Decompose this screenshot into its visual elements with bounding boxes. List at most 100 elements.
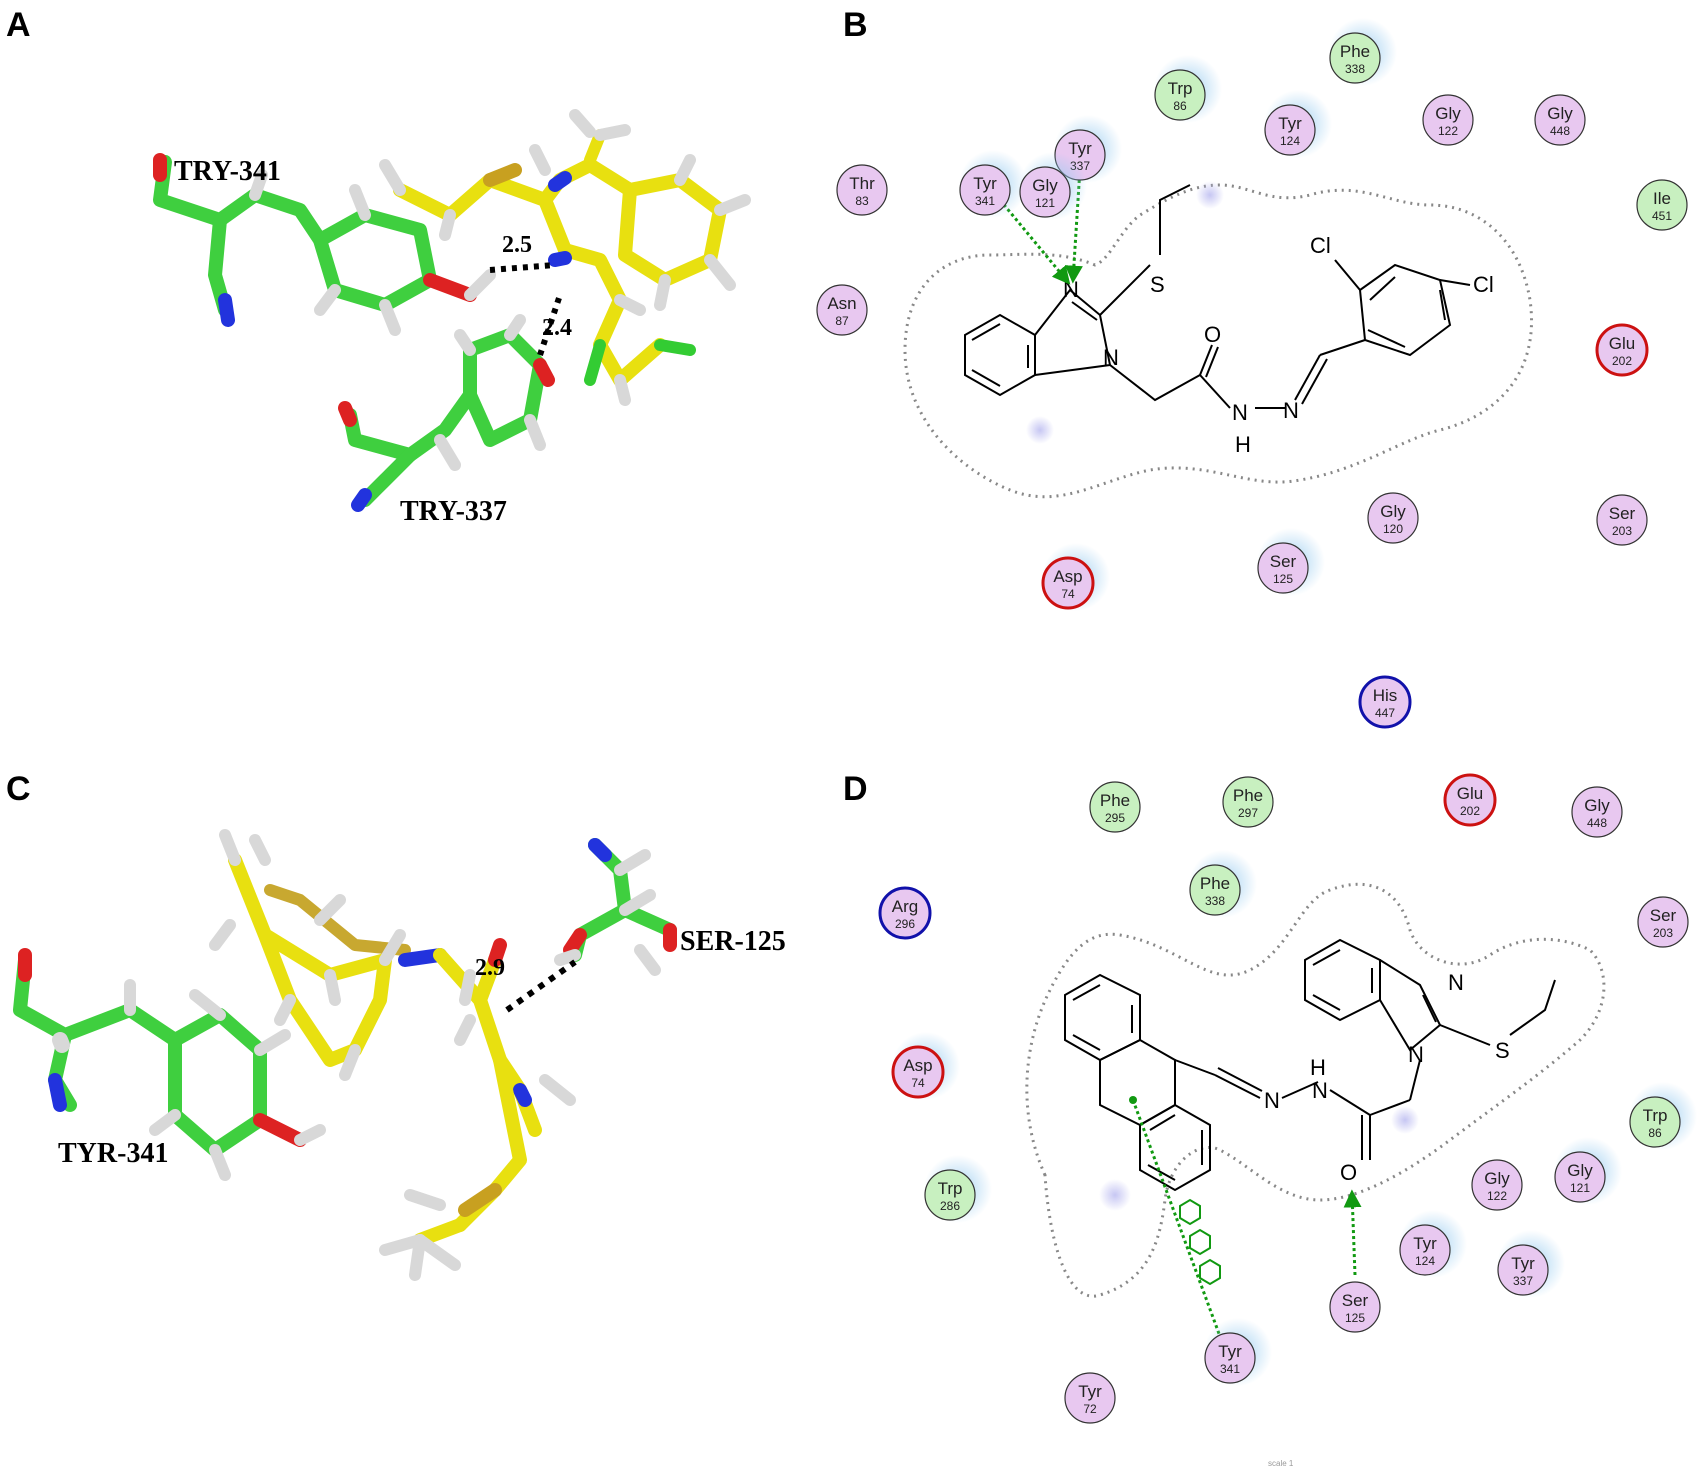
exposure-halo: [1026, 416, 1054, 444]
residue-disc: [1443, 773, 1497, 827]
residue-disc: [1471, 1159, 1523, 1211]
distance-label-a1: 2.5: [502, 232, 532, 258]
pi-interaction-line: [1131, 1099, 1227, 1351]
atom-cl2-b: Cl: [1473, 272, 1494, 297]
residue-number: 203: [1612, 524, 1632, 538]
residue-number: 125: [1273, 572, 1293, 586]
residue-number: 448: [1550, 124, 1570, 138]
residue-name: Tyr: [1413, 1234, 1437, 1253]
label-try337: TRY-337: [400, 496, 507, 527]
label-ser125: SER-125: [680, 926, 786, 957]
residue-name: Tyr: [1068, 139, 1092, 158]
residue-disc: [1264, 104, 1316, 156]
residue-number: 121: [1570, 1181, 1590, 1195]
residue-number: 86: [1648, 1126, 1662, 1140]
ligand-a-sticks: [379, 109, 751, 406]
residue-disc: [1629, 1096, 1681, 1148]
residue-disc: [1636, 179, 1688, 231]
residue-disc: [816, 284, 868, 336]
residue-disc: [1358, 675, 1412, 729]
panel-letter-a: A: [6, 6, 31, 44]
residue-name: Tyr: [1278, 114, 1302, 133]
residue-disc: [1204, 1332, 1256, 1384]
residue-disc: [1571, 786, 1623, 838]
atom-n2-b: N: [1103, 345, 1119, 370]
atom-n1-d: N: [1408, 1042, 1424, 1067]
try341-sticks: [153, 153, 496, 336]
residue-name: Phe: [1100, 791, 1130, 810]
tyr341-sticks: [13, 948, 326, 1181]
residue-name: Asp: [1053, 567, 1082, 586]
residue-name: Tyr: [1218, 1342, 1242, 1361]
ligand-c-sticks: [209, 829, 576, 1281]
pocket-contour-b: [903, 183, 1533, 499]
residue-disc: [959, 164, 1011, 216]
residue-disc: [1154, 69, 1206, 121]
residue-number: 447: [1375, 706, 1395, 720]
residue-number: 122: [1487, 1189, 1507, 1203]
atom-nh-h-b: H: [1235, 432, 1251, 457]
residue-number: 448: [1587, 816, 1607, 830]
residue-name: Asp: [903, 1056, 932, 1075]
residue-number: 125: [1345, 1311, 1365, 1325]
residue-name: Trp: [938, 1179, 963, 1198]
residue-number: 338: [1345, 62, 1365, 76]
residue-disc: [1089, 781, 1141, 833]
residue-number: 451: [1652, 209, 1672, 223]
residue-number: 83: [855, 194, 869, 208]
residue-name: Ser: [1650, 906, 1677, 925]
residue-name: Gly: [1567, 1161, 1593, 1180]
atom-s-b: S: [1150, 272, 1165, 297]
residue-name: Gly: [1380, 502, 1406, 521]
residue-disc: [836, 164, 888, 216]
residue-disc: [1367, 492, 1419, 544]
atom-nh-n-d: N: [1312, 1078, 1328, 1103]
residue-name: Tyr: [1511, 1254, 1535, 1273]
ser125-sticks: [554, 838, 677, 976]
residue-disc: [1329, 1281, 1381, 1333]
residue-number: 337: [1513, 1274, 1533, 1288]
exposure-halo: [1196, 181, 1224, 209]
ligand-d-structure: [1064, 938, 1556, 1192]
atom-n-imine-d: N: [1264, 1088, 1280, 1113]
atom-o-b: O: [1204, 322, 1221, 347]
residue-name: Phe: [1340, 42, 1370, 61]
exposure-halo: [1099, 1179, 1131, 1211]
panel-d: D: [843, 770, 1697, 1468]
residue-name: Gly: [1032, 176, 1058, 195]
residue-name: Arg: [892, 897, 918, 916]
residue-number: 86: [1173, 99, 1187, 113]
residue-disc: [1399, 1224, 1451, 1276]
residue-number: 296: [895, 917, 915, 931]
residue-number: 121: [1035, 196, 1055, 210]
panel-a: A: [6, 6, 751, 527]
residue-number: 286: [940, 1199, 960, 1213]
residue-number: 74: [1061, 587, 1075, 601]
residue-disc: [1637, 896, 1689, 948]
residue-disc: [878, 886, 932, 940]
distance-label-a2: 2.4: [542, 315, 572, 341]
residue-name: Phe: [1233, 786, 1263, 805]
residue-name: Asn: [827, 294, 856, 313]
panel-b: B: [816, 6, 1688, 729]
